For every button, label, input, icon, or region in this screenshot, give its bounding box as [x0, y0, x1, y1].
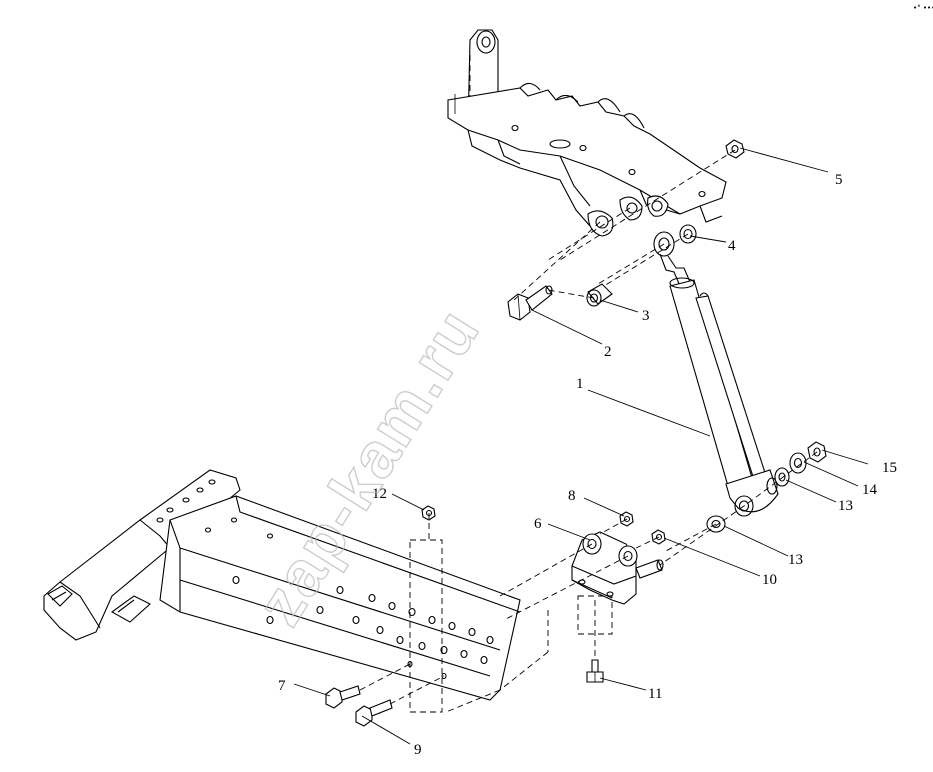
bolt-11 — [586, 659, 604, 683]
callout-13-lower: 13 — [788, 552, 803, 568]
frame-rail — [43, 469, 521, 701]
callout-5: 5 — [835, 172, 843, 188]
callout-8: 8 — [568, 488, 576, 504]
washer-14 — [789, 452, 807, 474]
callout-7: 7 — [278, 678, 286, 694]
sleeve-3 — [586, 283, 613, 307]
bolt-9 — [355, 699, 393, 727]
corner-mark: •° ••• — [913, 4, 933, 12]
bolt-7 — [325, 685, 361, 709]
callout-9: 9 — [414, 742, 422, 758]
nut-5 — [725, 139, 745, 159]
frame-holes — [204, 517, 494, 680]
washer-13-upper — [774, 467, 790, 487]
callout-labels: 1 2 3 4 5 6 7 8 9 10 11 12 13 13 14 15 — [278, 172, 897, 758]
leader-lines — [293, 147, 869, 745]
callout-6: 6 — [534, 516, 542, 532]
callout-12: 12 — [372, 486, 387, 502]
assembly-lines — [359, 149, 818, 713]
callout-14: 14 — [862, 482, 878, 498]
nut-12 — [421, 505, 436, 521]
bolt-2 — [507, 285, 553, 321]
callout-2: 2 — [604, 344, 612, 360]
callout-13-upper: 13 — [838, 498, 853, 514]
upper-bracket — [447, 29, 727, 237]
callout-4: 4 — [728, 238, 736, 254]
callout-15: 15 — [882, 460, 897, 476]
callout-3: 3 — [642, 308, 650, 324]
callout-10: 10 — [762, 572, 777, 588]
damper-strut — [653, 231, 779, 517]
lower-bracket-6 — [571, 531, 664, 605]
callout-1: 1 — [576, 376, 584, 392]
callout-11: 11 — [648, 686, 662, 702]
